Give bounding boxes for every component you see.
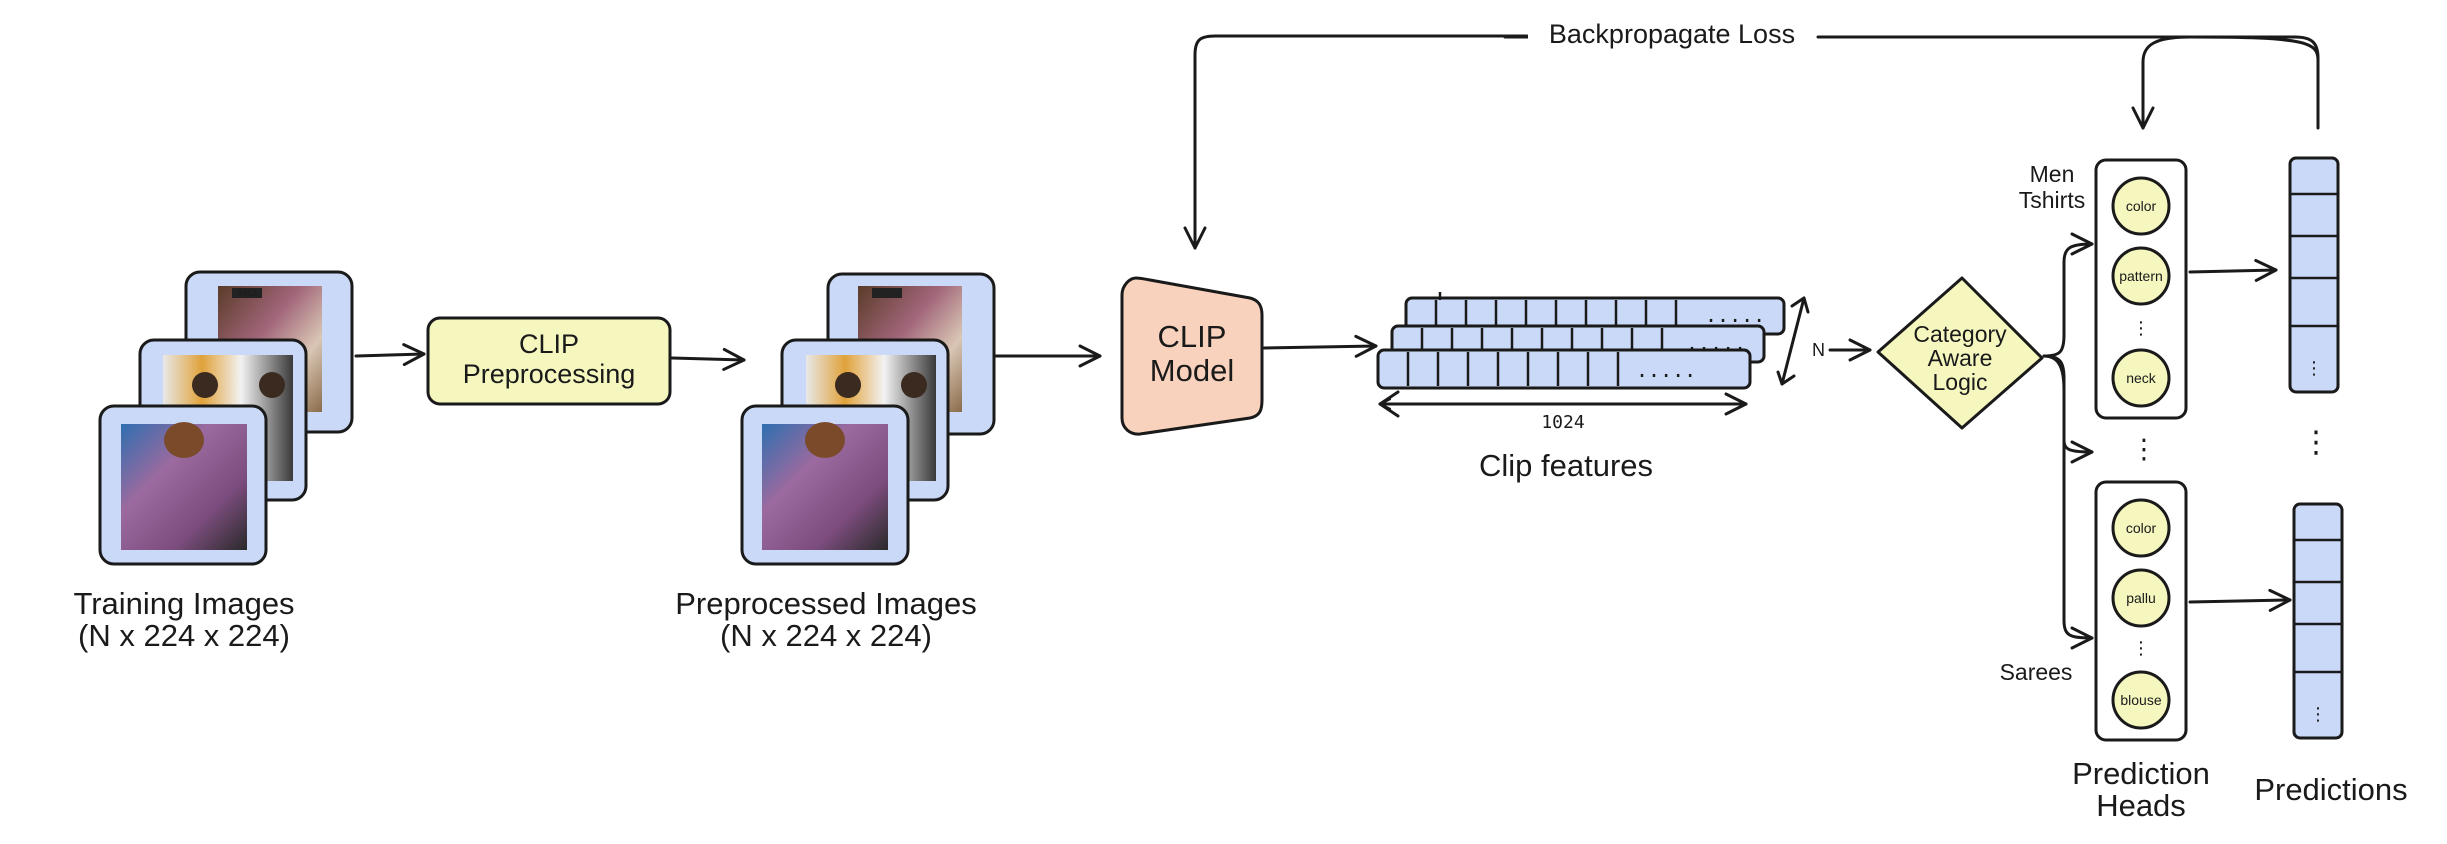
feature-count-label: N xyxy=(1812,340,1825,360)
arrow-men-heads-to-predictions xyxy=(2188,258,2278,282)
image-card-sweater xyxy=(98,404,268,566)
feature-dots-front: ..... xyxy=(1636,358,1696,382)
clip-preprocessing-box: CLIP Preprocessing xyxy=(426,316,672,406)
backprop-label: Backpropagate Loss xyxy=(1549,19,1795,49)
feature-dim-label: 1024 xyxy=(1541,412,1584,433)
head-saree-color: color xyxy=(2111,498,2171,558)
head-saree-ellipsis: ⋮ xyxy=(2132,638,2150,658)
clip-model-line1: CLIP xyxy=(1158,319,1227,354)
predictions-sarees: ⋮ xyxy=(2292,502,2344,740)
sarees-label: Sarees xyxy=(2000,659,2073,685)
prediction-heads-line1: Prediction xyxy=(2072,756,2210,791)
feature-count-arrow-top xyxy=(1790,296,1810,314)
head-saree-color-label: color xyxy=(2126,520,2157,536)
predictions-men: ⋮ xyxy=(2288,156,2340,394)
feature-dots-back: ..... xyxy=(1705,303,1765,327)
backprop-arrow-to-heads xyxy=(2131,35,2320,130)
head-saree-pallu: pallu xyxy=(2111,568,2171,628)
head-saree-pallu-label: pallu xyxy=(2126,590,2156,606)
logic-line3: Logic xyxy=(1933,369,1988,395)
head-saree-blouse: blouse xyxy=(2111,670,2171,730)
head-men-ellipsis: ⋮ xyxy=(2132,318,2150,338)
branch-middle-arrow xyxy=(2042,354,2094,464)
clip-preprocessing-line1: CLIP xyxy=(519,329,579,359)
arrow-images-to-preprocessing xyxy=(354,343,426,367)
clip-preprocessing-line2: Preprocessing xyxy=(463,359,636,389)
head-men-pattern-label: pattern xyxy=(2119,268,2163,284)
head-men-neck: neck xyxy=(2111,348,2171,408)
training-image-stack: 3453 xyxy=(98,270,354,566)
logic-line2: Aware xyxy=(1928,345,1993,371)
clip-model-box: CLIP Model xyxy=(1120,276,1264,436)
head-men-pattern: pattern xyxy=(2111,246,2171,306)
backprop-line-from-predictions xyxy=(1816,35,2320,130)
pre-image-card-sweater xyxy=(740,404,910,566)
preprocessed-image-stack xyxy=(740,272,996,566)
arrow-clip-to-features xyxy=(1262,334,1378,358)
head-saree-blouse-label: blouse xyxy=(2120,692,2161,708)
men-label-line2: Tshirts xyxy=(2019,187,2085,213)
preprocessed-images-label: Preprocessed Images xyxy=(675,586,977,621)
photo-tag: 3453 xyxy=(237,289,256,298)
feature-row-front: ..... xyxy=(1376,348,1752,390)
head-men-color: color xyxy=(2111,176,2171,236)
heads-ellipsis: ⋮ xyxy=(2131,434,2158,464)
predictions-men-ellipsis: ⋮ xyxy=(2305,358,2323,378)
prediction-heads-line2: Heads xyxy=(2096,788,2186,823)
branch-sarees-arrow xyxy=(2042,354,2094,650)
preprocessed-images-dims: (N x 224 x 224) xyxy=(720,618,932,653)
clip-model-line2: Model xyxy=(1150,353,1234,388)
feature-count-arrow xyxy=(1780,296,1806,386)
feature-count-arrow-bottom xyxy=(1776,370,1796,386)
backprop-loop: Backpropagate Loss xyxy=(1183,12,2320,250)
predictions-label: Predictions xyxy=(2254,772,2407,807)
clip-features: ..... ..... ..... 102 xyxy=(1376,292,1825,483)
logic-line1: Category xyxy=(1913,321,2007,347)
prediction-heads-sarees: color pallu ⋮ blouse xyxy=(2094,480,2188,742)
clip-features-label: Clip features xyxy=(1479,448,1653,483)
branch-men-arrow xyxy=(2042,232,2094,358)
training-images-dims: (N x 224 x 224) xyxy=(78,618,290,653)
feature-width-arrow-left xyxy=(1378,390,1400,418)
prediction-heads-men: color pattern ⋮ neck xyxy=(2094,158,2188,420)
backprop-arrow-to-clip xyxy=(1183,34,1529,250)
predictions-sarees-ellipsis: ⋮ xyxy=(2309,704,2327,724)
category-logic-diamond: Category Aware Logic xyxy=(1876,276,2044,430)
arrow-preprocessing-to-images xyxy=(670,347,746,371)
arrow-saree-heads-to-predictions xyxy=(2188,588,2292,612)
predictions-ellipsis: ⋮ xyxy=(2301,426,2331,459)
head-men-color-label: color xyxy=(2126,198,2157,214)
head-men-neck-label: neck xyxy=(2126,370,2157,386)
training-images-label: Training Images xyxy=(73,586,294,621)
men-label-line1: Men xyxy=(2030,161,2075,187)
